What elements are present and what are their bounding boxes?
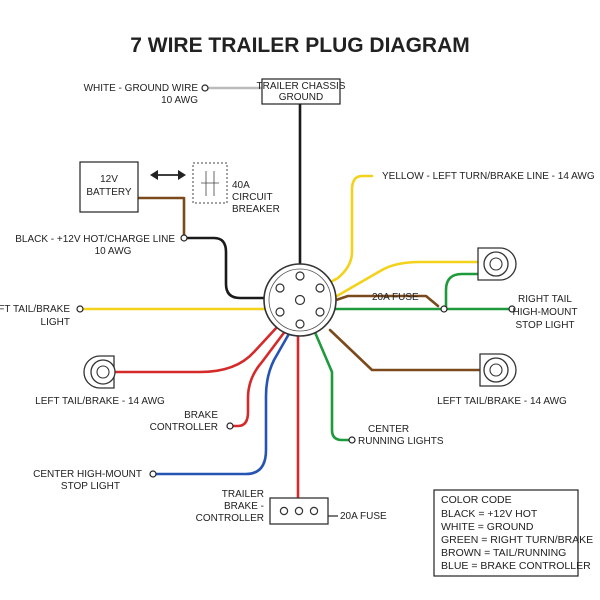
black-wire-label-line1: BLACK - +12V HOT/CHARGE LINE: [15, 234, 175, 245]
battery-label-line2: BATTERY: [86, 187, 132, 198]
black-wire-label-line2: 10 AWG: [95, 246, 132, 257]
right-tail-light-bottom: [479, 353, 517, 387]
bottom-fuse-label: 20A FUSE: [340, 511, 387, 522]
left-tail-light: [83, 355, 116, 389]
trailer-brake-controller-box: [269, 497, 329, 525]
brake-controller-label-line2: CONTROLLER: [150, 422, 218, 433]
breaker-label-line1: 40A: [232, 180, 250, 191]
green-center-wire: [312, 328, 352, 442]
black-hot-wire: [182, 236, 270, 300]
plug-pin: [295, 271, 305, 281]
yellow-wire-label: YELLOW - LEFT TURN/BRAKE LINE - 14 AWG: [382, 171, 595, 182]
center-running-label-line1: CENTER: [368, 424, 409, 435]
brown-tail-wire: [328, 328, 482, 372]
right-tail-label-line2: HIGH-MOUNT: [513, 307, 578, 318]
plug-center-pin: [294, 294, 306, 306]
connection-dot: [149, 470, 157, 478]
plug-pin: [275, 283, 285, 293]
white-ground-label-line2: 10 AWG: [161, 95, 198, 106]
chassis-label-line2: GROUND: [279, 92, 323, 103]
connection-dot: [201, 84, 209, 92]
right-tail-label-line1: RIGHT TAIL: [518, 294, 572, 305]
legend-heading: COLOR CODE: [441, 494, 512, 506]
breaker-label-line2: CIRCUIT: [232, 192, 273, 203]
right-tail-awg-label: LEFT TAIL/BRAKE - 14 AWG: [437, 396, 567, 407]
chassis-ground-box: [261, 78, 341, 105]
connection-dot: [76, 305, 84, 313]
color-code-legend: COLOR CODE BLACK = +12V HOT WHITE = GROU…: [433, 489, 593, 577]
center-running-label-line2: RUNNING LIGHTS: [358, 436, 444, 447]
legend-item: WHITE = GROUND: [441, 521, 534, 533]
white-ground-label-line1: WHITE - GROUND WIRE: [84, 83, 199, 94]
connection-dot: [180, 234, 188, 242]
brown-fuse-wire: [334, 294, 440, 308]
battery-label-line1: 12V: [100, 174, 118, 185]
red-brake-controller-wire: [230, 328, 288, 428]
plug-pin: [275, 307, 285, 317]
connection-dot: [440, 305, 448, 313]
right-tail-light-top: [477, 247, 517, 281]
diagram-title: 7 WIRE TRAILER PLUG DIAGRAM: [130, 34, 470, 57]
red-left-tail-wire: [112, 324, 280, 374]
double-arrow-icon: [150, 170, 186, 180]
center-stop-label-line1: CENTER HIGH-MOUNT: [33, 469, 142, 480]
green-light-wire: [444, 272, 480, 311]
right-fuse-label: 20A FUSE: [372, 292, 419, 303]
trailer-brake-label-line1: TRAILER: [222, 489, 264, 500]
connection-dot: [348, 436, 356, 444]
breaker-label-line3: BREAKER: [232, 204, 280, 215]
center-stop-label-line2: STOP LIGHT: [61, 481, 120, 492]
trailer-plug: [263, 263, 337, 337]
chassis-label-line1: TRAILER CHASSIS: [257, 81, 346, 92]
legend-item: BROWN = TAIL/RUNNING: [441, 547, 566, 559]
left-tail-label-line1: LEFT TAIL/BRAKE: [0, 304, 70, 315]
plug-pin: [295, 319, 305, 329]
battery-box: [79, 161, 139, 213]
trailer-brake-label-line3: CONTROLLER: [196, 513, 264, 524]
brake-controller-label-line1: BRAKE: [184, 410, 218, 421]
legend-item: BLACK = +12V HOT: [441, 508, 538, 520]
plug-pin: [315, 307, 325, 317]
left-tail-awg-label: LEFT TAIL/BRAKE - 14 AWG: [35, 396, 165, 407]
blue-controller-wire: [153, 330, 292, 476]
legend-item: GREEN = RIGHT TURN/BRAKE: [441, 534, 593, 546]
yellow-turn-wire: [314, 174, 374, 292]
right-tail-label-line3: STOP LIGHT: [515, 320, 574, 331]
connection-dot: [226, 422, 234, 430]
legend-item: BLUE = BRAKE CONTROLLER: [441, 560, 591, 572]
trailer-brake-label-line2: BRAKE -: [224, 501, 264, 512]
left-tail-label-line2: LIGHT: [41, 317, 70, 328]
connection-dot: [508, 305, 516, 313]
plug-pin: [315, 283, 325, 293]
yellow-to-right-light: [328, 260, 480, 302]
circuit-breaker: [192, 162, 228, 204]
brown-battery-wire: [136, 196, 186, 240]
